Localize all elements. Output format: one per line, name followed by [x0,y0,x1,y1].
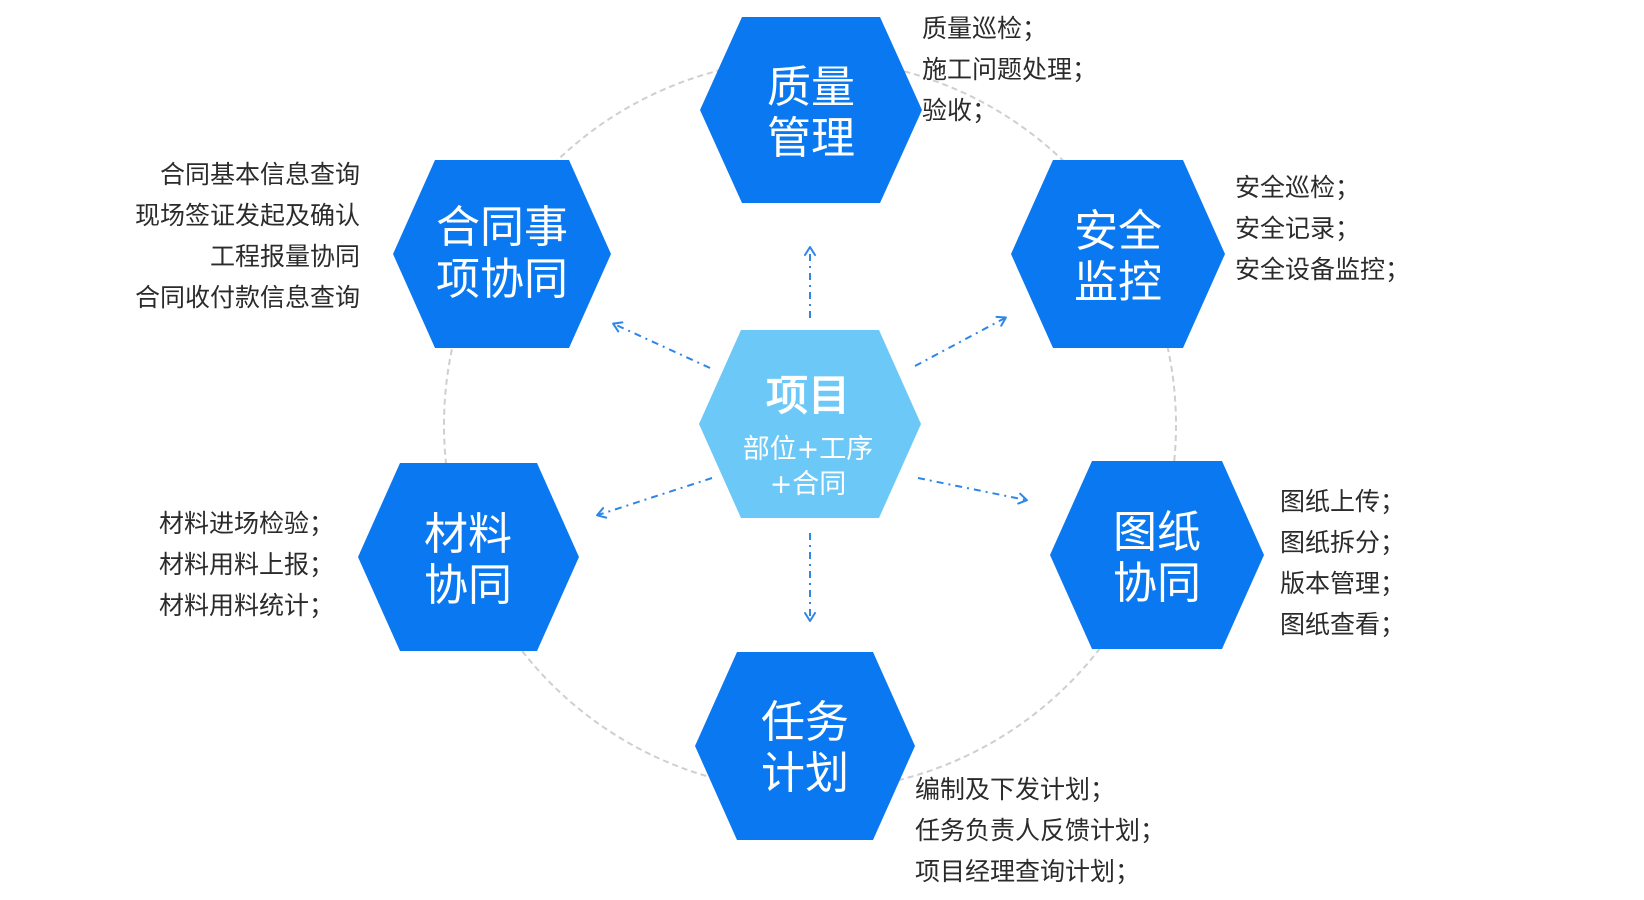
module-contract[interactable]: 合同事 项协同 [393,160,611,348]
list-item: 材料用料统计； [158,591,334,620]
arrow-to-contract [612,321,711,369]
center-arrows [596,246,1028,622]
module-task[interactable]: 任务 计划 [695,652,915,840]
contract-item-list: 合同基本信息查询 现场签证发起及确认 工程报量协同 合同收付款信息查询 [135,154,360,318]
list-item: 现场签证发起及确认 [134,201,360,230]
list-item: 编制及下发计划； [915,775,1116,804]
module-title-line2: 项协同 [436,254,568,305]
list-item: 安全巡检； [1235,173,1361,202]
list-item: 验收； [922,96,998,125]
hexagon-shape [1050,461,1264,649]
center-hexagon-shape [699,330,921,518]
list-item: 图纸上传； [1280,487,1406,516]
list-item: 项目经理查询计划； [915,857,1141,886]
arrow-to-material [596,477,713,519]
list-item: 材料用料上报； [158,550,334,579]
list-item: 版本管理； [1280,569,1406,598]
list-item: 安全记录； [1235,214,1361,243]
drawing-item-list: 图纸上传； 图纸拆分； 版本管理； 图纸查看； [1280,481,1405,645]
module-title-line2: 监控 [1074,257,1162,308]
center-subtitle-line1: 部位+工序 [743,434,874,465]
module-quality[interactable]: 质量 管理 [700,17,922,203]
list-item: 工程报量协同 [209,242,360,271]
list-item: 合同收付款信息查询 [134,283,360,312]
hexagon-shape [695,652,915,840]
module-safety[interactable]: 安全 监控 [1011,160,1225,348]
module-title-line1: 合同事 [436,202,568,253]
quality-item-list: 质量巡检； 施工问题处理； 验收； [922,8,1097,131]
module-material[interactable]: 材料 协同 [358,463,579,651]
module-title-line1: 图纸 [1113,507,1201,558]
module-title-line2: 管理 [767,113,855,164]
center-title: 项目 [766,371,850,420]
list-item: 材料进场检验； [158,509,334,538]
list-item: 图纸拆分； [1280,528,1406,557]
list-item: 图纸查看； [1280,610,1406,639]
list-item: 合同基本信息查询 [159,160,360,189]
material-item-list: 材料进场检验； 材料用料上报； 材料用料统计； [159,503,334,626]
module-title-line1: 任务 [761,697,849,748]
module-title-line2: 协同 [424,560,512,611]
module-title-line1: 材料 [424,509,512,560]
module-title-line1: 质量 [767,62,855,113]
arrow-to-safety [914,315,1007,367]
list-item: 质量巡检； [922,14,1048,43]
module-title-line1: 安全 [1074,206,1162,257]
hexagon-shape [393,160,611,348]
center-subtitle-line2: +合同 [770,469,847,500]
list-item: 施工问题处理； [922,55,1098,84]
arrow-to-drawing [917,477,1028,505]
task-item-list: 编制及下发计划； 任务负责人反馈计划； 项目经理查询计划； [915,769,1165,892]
module-title-line2: 计划 [761,748,849,799]
safety-item-list: 安全巡检； 安全记录； 安全设备监控； [1235,167,1410,290]
list-item: 任务负责人反馈计划； [915,816,1166,845]
list-item: 安全设备监控； [1235,255,1411,284]
module-title-line2: 协同 [1113,558,1201,609]
hexagon-shape [1011,160,1225,348]
center-project[interactable]: 项目 部位+工序 +合同 [699,330,921,518]
hexagon-shape [358,463,579,651]
module-drawing[interactable]: 图纸 协同 [1050,461,1264,649]
hexagon-shape [700,17,922,203]
